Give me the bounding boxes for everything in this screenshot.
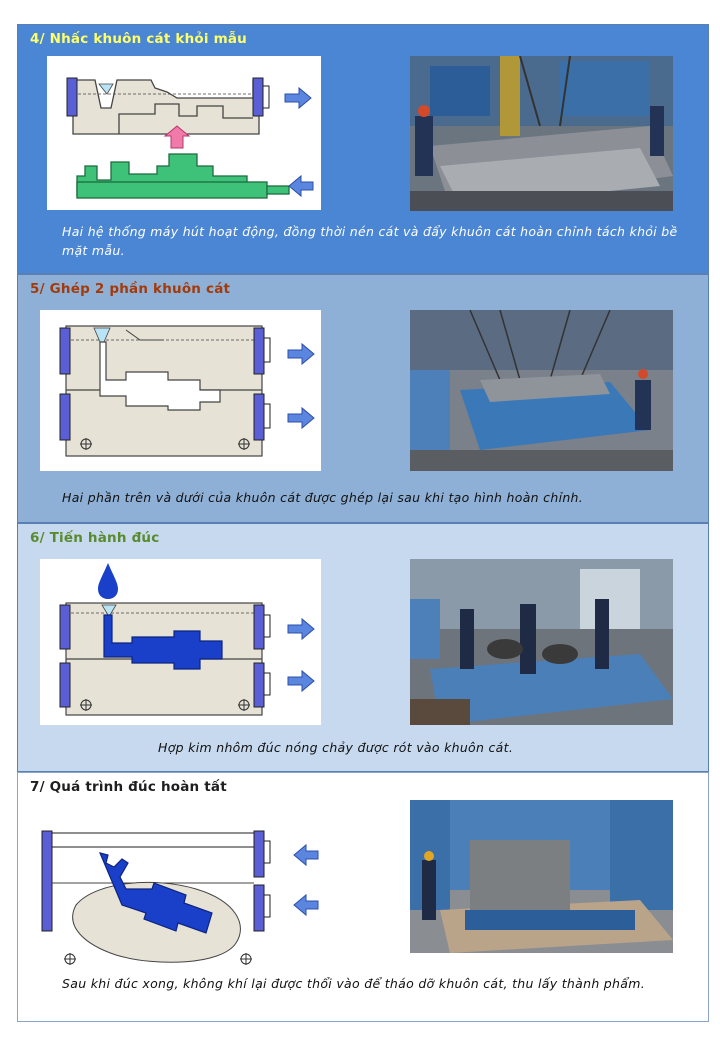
step-4-photo xyxy=(410,56,673,211)
step-4-title: 4/ Nhấc khuôn cát khỏi mẫu xyxy=(30,31,247,47)
step-5-caption: Hai phần trên và dưới của khuôn cát được… xyxy=(62,490,584,505)
step-5-diagram xyxy=(40,310,321,471)
step-6-photo xyxy=(410,559,673,725)
step-7-section: 7/ Quá trình đúc hoàn tất xyxy=(17,772,709,1022)
step-6-title: 6/ Tiến hành đúc xyxy=(30,530,160,546)
step-6-diagram xyxy=(40,559,321,725)
step-7-title: 7/ Quá trình đúc hoàn tất xyxy=(30,779,227,795)
step-5-section: 5/ Ghép 2 phần khuôn cát xyxy=(17,274,709,523)
step-4-caption: Hai hệ thống máy hút hoạt động, đồng thờ… xyxy=(62,224,678,258)
step-7-caption: Sau khi đúc xong, không khí lại được thổ… xyxy=(62,976,645,991)
step-5-photo xyxy=(410,310,673,471)
step-4-diagram xyxy=(47,56,321,210)
step-5-title: 5/ Ghép 2 phần khuôn cát xyxy=(30,281,231,297)
step-7-diagram xyxy=(36,827,326,971)
step-4-section: 4/ Nhấc khuôn cát khỏi mẫu xyxy=(17,24,709,274)
step-7-photo xyxy=(410,800,673,953)
step-6-caption: Hợp kim nhôm đúc nóng chảy được rót vào … xyxy=(158,740,514,755)
step-6-section: 6/ Tiến hành đúc xyxy=(17,523,709,772)
